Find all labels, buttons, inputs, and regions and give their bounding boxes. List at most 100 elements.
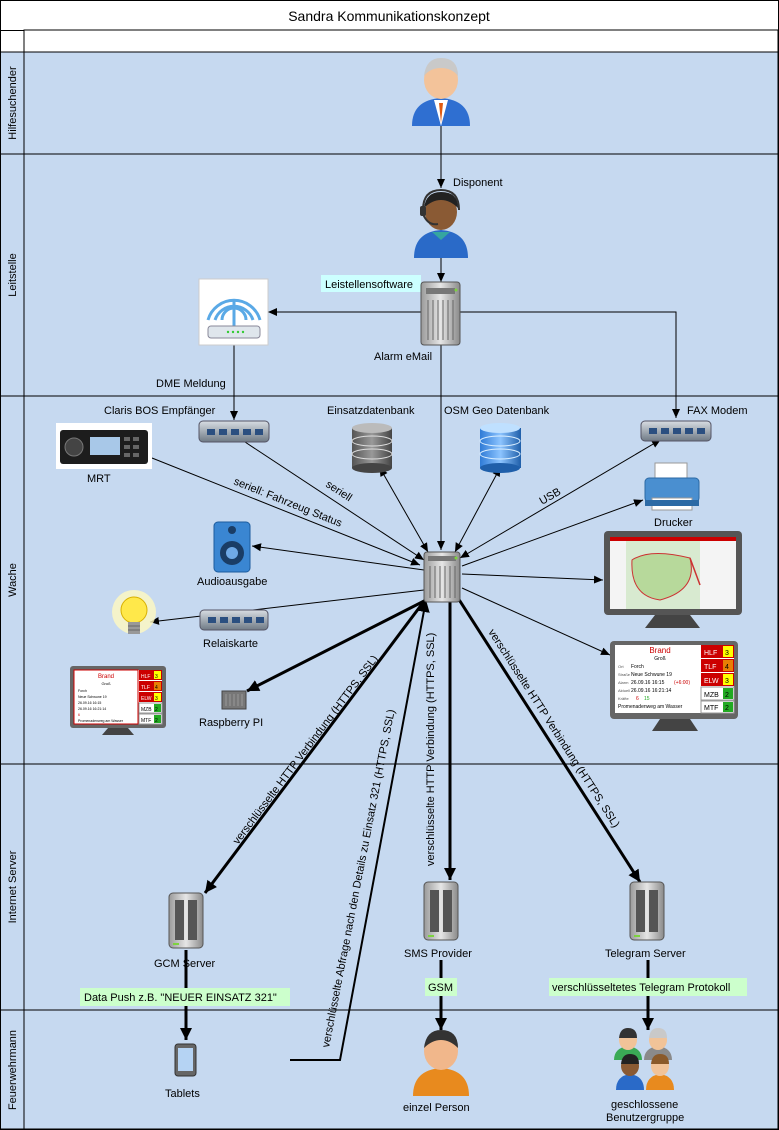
- sms-server-icon: [423, 881, 459, 941]
- telegram-server-icon: [629, 881, 665, 941]
- svg-text:HLF: HLF: [704, 650, 717, 657]
- wifi-router-icon: [198, 278, 269, 346]
- edge-gcm: [203, 599, 427, 894]
- claris-receiver-icon: [198, 420, 270, 443]
- large-alarm-label: Alarm: [618, 680, 629, 685]
- label-tablets: Tablets: [165, 1088, 200, 1100]
- edge-monitor-map: [461, 573, 604, 584]
- label-einzel: einzel Person: [403, 1102, 470, 1114]
- leitstelle-server-icon: [420, 281, 461, 346]
- svg-text:3: 3: [155, 674, 158, 680]
- lane-label-wache: Wache: [7, 563, 19, 597]
- raspberry-pi-icon: [221, 690, 247, 710]
- lane-label-feuerwehrmann: Feuerwehrmann: [7, 1030, 19, 1110]
- small-kraefte: 6: [78, 713, 80, 717]
- large-adresse: Promenadenweg am Wasser: [618, 704, 683, 710]
- label-telegram: Telegram Server: [605, 948, 686, 960]
- data-push-box: [80, 988, 290, 1006]
- large-strasse-label: Straße: [618, 672, 631, 677]
- svg-text:4: 4: [155, 685, 158, 691]
- small-brand-text: Brand: [98, 674, 114, 680]
- svg-text:ELW: ELW: [141, 696, 152, 702]
- map-monitor-icon: [604, 531, 742, 628]
- label-raspberry: Raspberry PI: [199, 717, 263, 729]
- label-disponent: Disponent: [453, 177, 503, 189]
- lane-header-row: [23, 29, 779, 53]
- diagram-title: Sandra Kommunikationskonzept: [288, 8, 490, 24]
- label-claris: Claris BOS Empfänger: [104, 405, 216, 417]
- label-alarm-email: Alarm eMail: [374, 351, 432, 363]
- large-alarm: 26.09.16 16:15: [631, 680, 665, 686]
- label-dme-meldung: DME Meldung: [156, 378, 226, 390]
- alarm-monitor-small: Brand Groß Forch Neue Schwune 19 26.09.1…: [70, 666, 166, 735]
- label-gruppe-1: geschlossene: [611, 1099, 678, 1111]
- tablet-icon: [174, 1043, 197, 1077]
- edge-raspberry: [246, 596, 431, 693]
- large-kraefte-a: 6: [636, 696, 639, 702]
- small-adresse: Promenadenweg am Wasser: [78, 719, 124, 723]
- label-osm: OSM Geo Datenbank: [444, 405, 550, 417]
- large-kraefte-b: 15: [644, 696, 650, 702]
- large-gross-text: Groß: [654, 656, 665, 662]
- gsm-box: [425, 978, 457, 996]
- lane-label-leitstelle: Leitstelle: [7, 253, 19, 296]
- gcm-server-icon: [168, 892, 204, 949]
- lane-label-internet-server: Internet Server: [7, 850, 19, 923]
- edge-telegram: [456, 597, 642, 883]
- large-aktuell-label: Aktuell: [618, 688, 630, 693]
- svg-text:MTF: MTF: [141, 718, 151, 724]
- svg-text:TLF: TLF: [141, 685, 150, 691]
- database-blue-icon: [479, 423, 521, 473]
- label-data-push: Data Push z.B. "NEUER EINSATZ 321": [84, 992, 277, 1004]
- label-drucker: Drucker: [654, 517, 693, 529]
- svg-text:4: 4: [725, 664, 729, 671]
- label-gcm: GCM Server: [154, 958, 215, 970]
- small-aktuell: 26.09.16 16:21:14: [78, 707, 106, 711]
- large-brand-text: Brand: [649, 646, 670, 655]
- label-mrt: MRT: [87, 473, 111, 485]
- svg-text:2: 2: [155, 718, 158, 724]
- title-bar: [0, 0, 779, 31]
- fax-modem-icon: [640, 420, 712, 442]
- edge-mrt-wache: [151, 457, 421, 566]
- alarm-monitor-large: Brand Groß Ort Forch Straße Neue Schwune…: [610, 641, 738, 731]
- svg-text:ELW: ELW: [704, 678, 719, 685]
- svg-text:2: 2: [155, 707, 158, 713]
- disponent-icon: [414, 188, 468, 258]
- svg-text:2: 2: [725, 692, 729, 699]
- leitstellensoftware-box: [321, 275, 421, 292]
- label-leitstellensoftware: Leistellensoftware: [325, 279, 413, 291]
- svg-text:3: 3: [155, 696, 158, 702]
- large-aktuell: 26.09.16 16:21:14: [631, 688, 672, 694]
- wache-server-icon: [423, 551, 461, 603]
- svg-text:2: 2: [725, 705, 729, 712]
- label-fax-modem: FAX Modem: [687, 405, 748, 417]
- label-audioausgabe: Audioausgabe: [197, 576, 267, 588]
- large-strasse: Neue Schwune 19: [631, 672, 672, 678]
- small-alarm: 26.09.16 16:15: [78, 701, 101, 705]
- svg-text:MZB: MZB: [704, 692, 719, 699]
- label-sms: SMS Provider: [404, 948, 472, 960]
- printer-icon: [644, 462, 700, 511]
- speaker-icon: [213, 521, 251, 573]
- svg-text:MTF: MTF: [704, 705, 718, 712]
- edge-einsatzdb: [379, 467, 429, 553]
- label-einsatzdatenbank: Einsatzdatenbank: [327, 405, 415, 417]
- small-strasse: Neue Schwune 19: [78, 695, 107, 699]
- edge-drucker: [461, 499, 644, 567]
- edge-tablet-abfrage: [290, 599, 430, 1061]
- user-group-icon: [614, 1028, 674, 1090]
- lane-label-hilfesuchender: Hilfesuchender: [7, 66, 19, 140]
- edge-alarm-fax: [460, 311, 680, 418]
- large-kraefte-label: Kräfte: [618, 696, 629, 701]
- svg-text:MZB: MZB: [141, 707, 152, 713]
- lightbulb-icon: [112, 590, 156, 634]
- svg-text:3: 3: [725, 678, 729, 685]
- large-ort: Forch: [631, 664, 644, 670]
- svg-text:HLF: HLF: [141, 674, 150, 680]
- svg-text:3: 3: [725, 650, 729, 657]
- edge-monitor-brand: [461, 587, 611, 656]
- label-relaiskarte: Relaiskarte: [203, 638, 258, 650]
